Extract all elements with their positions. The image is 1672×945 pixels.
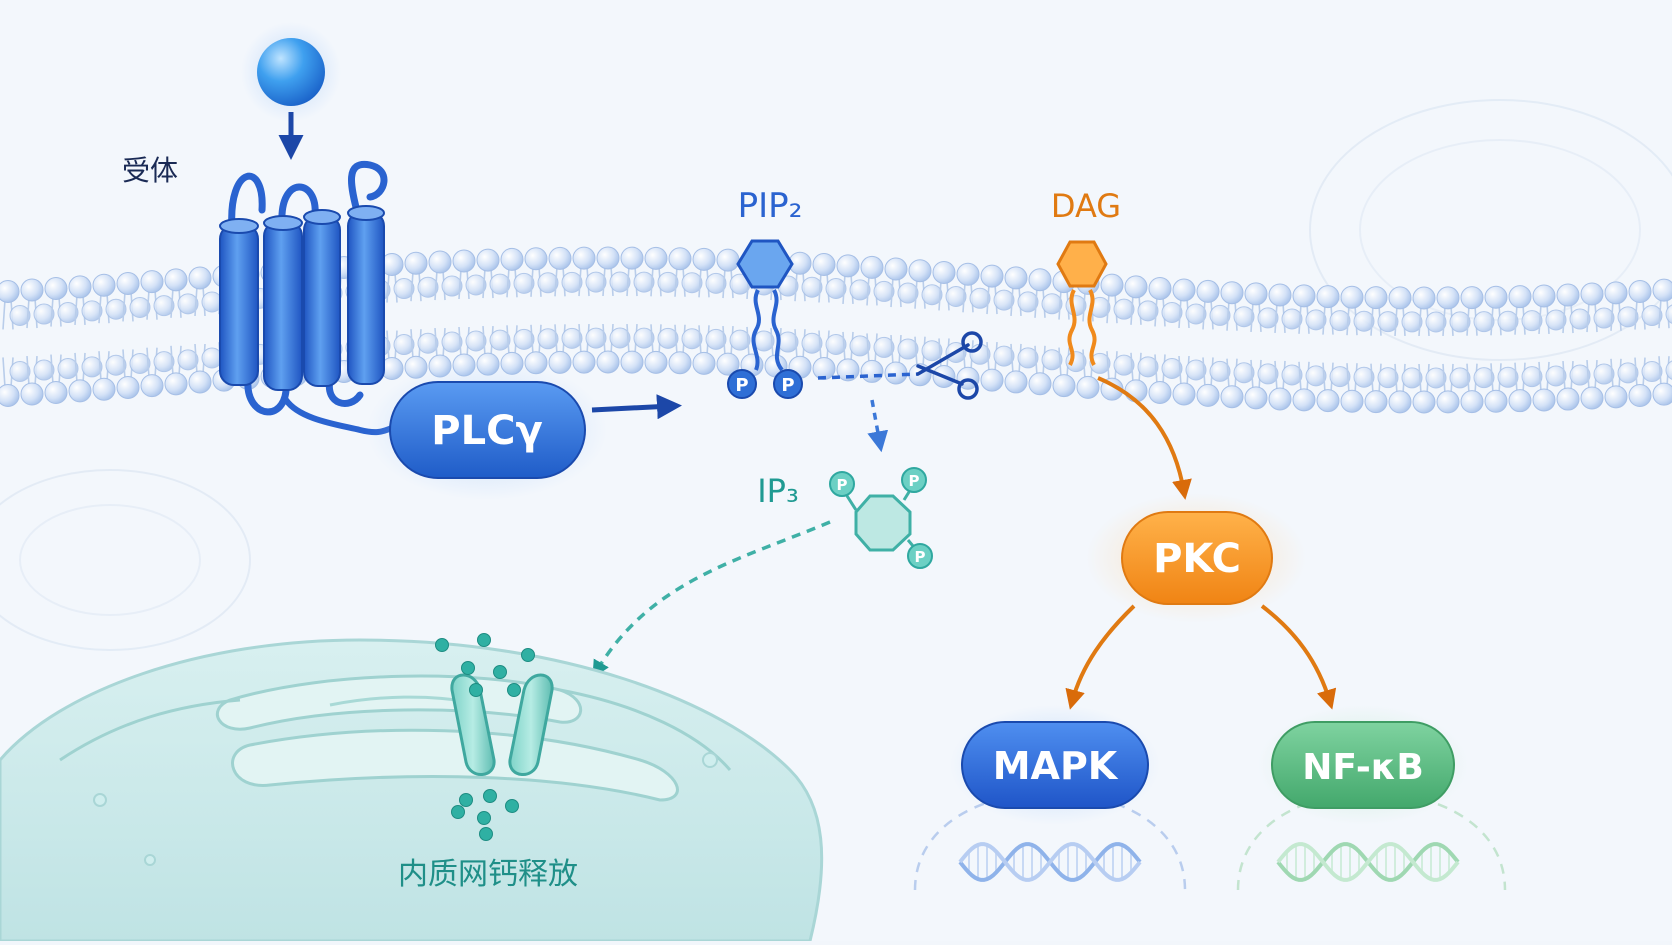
pip2-label: PIP₂	[738, 186, 803, 226]
ip3-phosphate-1: P	[837, 476, 848, 494]
endoplasmic-reticulum	[0, 638, 824, 943]
ligand-sphere-icon	[257, 38, 325, 106]
dag-to-pkc-arrow	[1097, 376, 1192, 500]
mapk-node	[961, 721, 1149, 809]
calcium-channel-icon	[450, 673, 554, 776]
ip3-molecule: P P P	[829, 467, 933, 569]
pip2-molecule: P P	[727, 239, 803, 399]
pkc-node	[1121, 511, 1273, 605]
pkc-to-nfkb-arrow	[1260, 604, 1337, 710]
scissors-icon	[916, 331, 983, 400]
receptor-protein	[219, 160, 395, 436]
nfkb-label: NF-κB	[1302, 747, 1424, 788]
receptor-label: 受体	[122, 154, 178, 187]
pip2-phosphate-2: P	[781, 375, 794, 396]
ip3-to-er-arrow	[592, 520, 831, 679]
cleavage-line	[817, 372, 919, 380]
pkc-to-mapk-arrow	[1065, 604, 1136, 710]
pkc-label: PKC	[1153, 536, 1241, 582]
plc-label: PLCγ	[431, 408, 542, 454]
dna-helix-icon	[958, 842, 1142, 882]
mapk-label: MAPK	[993, 744, 1119, 788]
nfkb-node	[1271, 721, 1455, 809]
plc-to-pip2-arrow	[591, 394, 682, 420]
plc-node	[389, 381, 586, 479]
pip2-phosphate-1: P	[735, 375, 748, 396]
er-release-label: 内质网钙释放	[398, 857, 578, 892]
dna-helix-icon	[1276, 842, 1460, 882]
ip3-phosphate-2: P	[909, 472, 920, 490]
ip3-phosphate-3: P	[915, 548, 926, 566]
ip3-label: IP₃	[757, 472, 799, 510]
dag-molecule	[1056, 240, 1108, 366]
calcium-ions	[435, 633, 535, 841]
dag-label: DAG	[1051, 187, 1121, 225]
